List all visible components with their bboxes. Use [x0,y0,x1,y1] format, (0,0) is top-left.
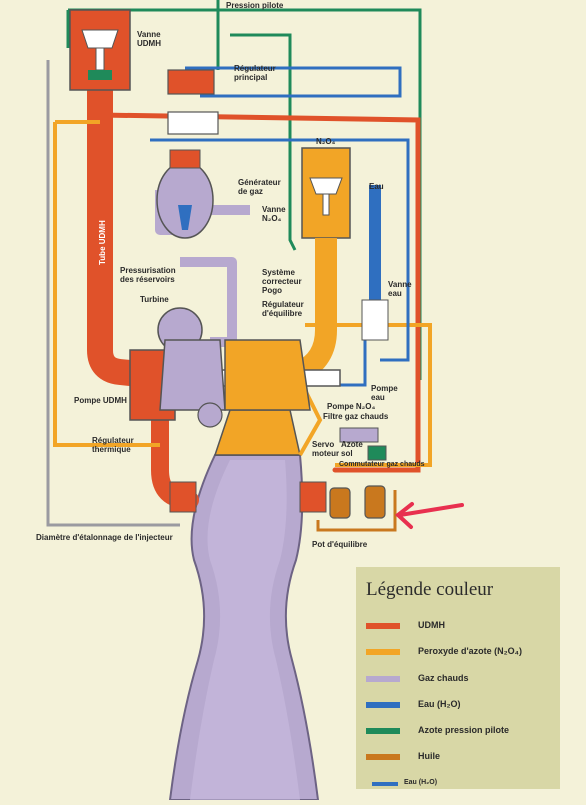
legend-label: Azote pression pilote [418,725,510,735]
oil-pot-2 [364,485,386,519]
oil-lines [316,490,397,532]
legend-label: UDMH [418,620,445,630]
label-regulateur-principal: Régulateur principal [234,64,276,82]
bottom-note-swatch [372,782,398,786]
legend-swatch [366,728,400,734]
legend-swatch [366,623,400,629]
label-commutateur: Commutateur gaz chauds [339,461,425,468]
label-turbine: Turbine [140,295,169,304]
label-azote-sol: Azote sol [341,440,363,458]
legend-swatch [366,754,400,760]
bottom-note: Eau (H₂O) [372,779,438,786]
label-eau: Eau [369,182,384,191]
label-regulateur-thermique: Régulateur thermique [92,436,134,454]
label-generateur-gaz: Générateur de gaz [238,178,281,196]
water-lines [150,66,410,387]
color-legend: Légende couleur UDMH Peroxyde d'azote (N… [356,567,560,789]
label-systeme-correcteur: Système correcteur Pogo [262,268,302,295]
label-pompe-eau: Pompe eau [371,384,398,402]
azote-box [339,427,379,443]
legend-label: Eau (H₂O) [418,699,461,709]
combustion-chamber [213,409,301,456]
commutateur-box [367,445,387,461]
legend-swatch [366,702,400,708]
label-pressurisation: Pressurisation des réservoirs [120,266,176,284]
label-pression-pilote: Pression pilote [226,1,284,10]
calibration-line [46,60,180,527]
label-vanne-eau: Vanne eau [388,280,412,298]
label-n2o4-top: N₂O₄ [316,137,336,146]
label-vanne-udmh: Vanne UDMH [137,30,161,48]
legend-label: Peroxyde d'azote (N₂O₄) [418,646,522,656]
pump-gaz [159,339,226,411]
legend-label: Huile [418,751,441,761]
nozzle-inner [190,460,300,800]
legend-swatch [366,649,400,655]
pump-n2o4 [224,339,311,411]
label-servo-moteur: Servo moteur [312,440,340,458]
n2o4-valve-icon [309,177,343,216]
label-pompe-n2o4: Pompe N₂O₄ [327,402,376,411]
label-pot-equilibre: Pot d'équilibre [312,540,368,549]
label-diametre: Diamètre d'étalonnage de l'injecteur [36,533,173,542]
water-valve [361,299,389,341]
main-regulator [167,69,215,95]
label-filtre-gaz: Filtre gaz chauds [323,412,389,421]
legend-label: Gaz chauds [418,673,469,683]
bottom-note-label: Eau (H₂O) [404,779,438,786]
pink-arrow [398,503,464,517]
label-pompe-udmh: Pompe UDMH [74,396,127,405]
label-vanne-n2o4: Vanne N₂O₄ [262,205,286,223]
tube-udmh-vertical: Tube UDMH [98,220,107,265]
legend-title: Légende couleur [366,579,494,600]
legend-swatch [366,676,400,682]
oil-pot-1 [329,487,351,519]
gas-generator-head [169,149,201,169]
label-regulateur-equilibre: Régulateur d'équilibre [262,300,304,318]
